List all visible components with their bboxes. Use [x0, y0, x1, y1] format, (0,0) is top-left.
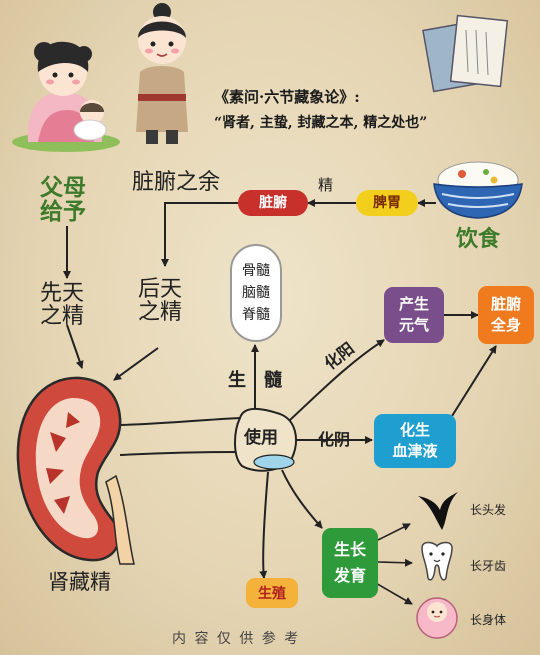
marrow-box: 骨髓 脑髓 脊髓 — [230, 244, 282, 342]
book-icon — [422, 14, 509, 93]
bone-marrow-label: 骨髓 — [242, 263, 270, 279]
whole-body-box: 脏腑 全身 — [478, 286, 534, 344]
long-hair-label: 长头发 — [470, 503, 507, 517]
diet-label: 饮食 — [456, 226, 501, 252]
spleen-stomach-box: 脾胃 — [356, 190, 418, 216]
rice-bowl-icon — [433, 161, 523, 219]
kidney-store-label: 肾藏精 — [48, 570, 111, 594]
mother-baby-icon — [12, 41, 120, 152]
reproduction-box: 生殖 — [246, 578, 298, 608]
footer-disclaimer: 内 容 仅 供 参 考 — [172, 631, 301, 647]
zangfu-box: 脏腑 — [238, 190, 308, 216]
use-label: 使用 — [244, 428, 278, 448]
long-body-label: 长身体 — [470, 613, 507, 627]
kidney-icon — [16, 376, 135, 565]
tooth-icon — [421, 541, 453, 581]
quote-line: “肾者, 主蛰, 封藏之本, 精之处也” — [214, 115, 428, 131]
sheng-label: 生 — [228, 370, 246, 391]
sui-label: 髓 — [264, 370, 282, 391]
growth-box: 生长 发育 — [322, 528, 378, 598]
hair-icon — [418, 492, 458, 530]
boy-icon — [136, 3, 188, 144]
spinal-marrow-label: 脊髓 — [242, 307, 270, 323]
brain-marrow-label: 脑髓 — [242, 285, 270, 301]
baby-icon — [416, 597, 458, 639]
zangfu-surplus-label: 脏腑之余 — [132, 170, 221, 195]
yuanqi-box: 产生 元气 — [384, 287, 444, 343]
hua-yin-label: 化阴 — [318, 430, 351, 449]
long-teeth-label: 长牙齿 — [470, 559, 507, 573]
jing-label: 精 — [318, 176, 334, 194]
postnatal-essence-label: 后天 之精 — [138, 277, 183, 326]
parents-label: 父母 给予 — [40, 174, 86, 226]
quote-source: 《素问·六节藏象论》: — [214, 88, 360, 106]
prenatal-essence-label: 先天 之精 — [40, 281, 85, 330]
blood-fluid-box: 化生 血津液 — [374, 414, 456, 468]
